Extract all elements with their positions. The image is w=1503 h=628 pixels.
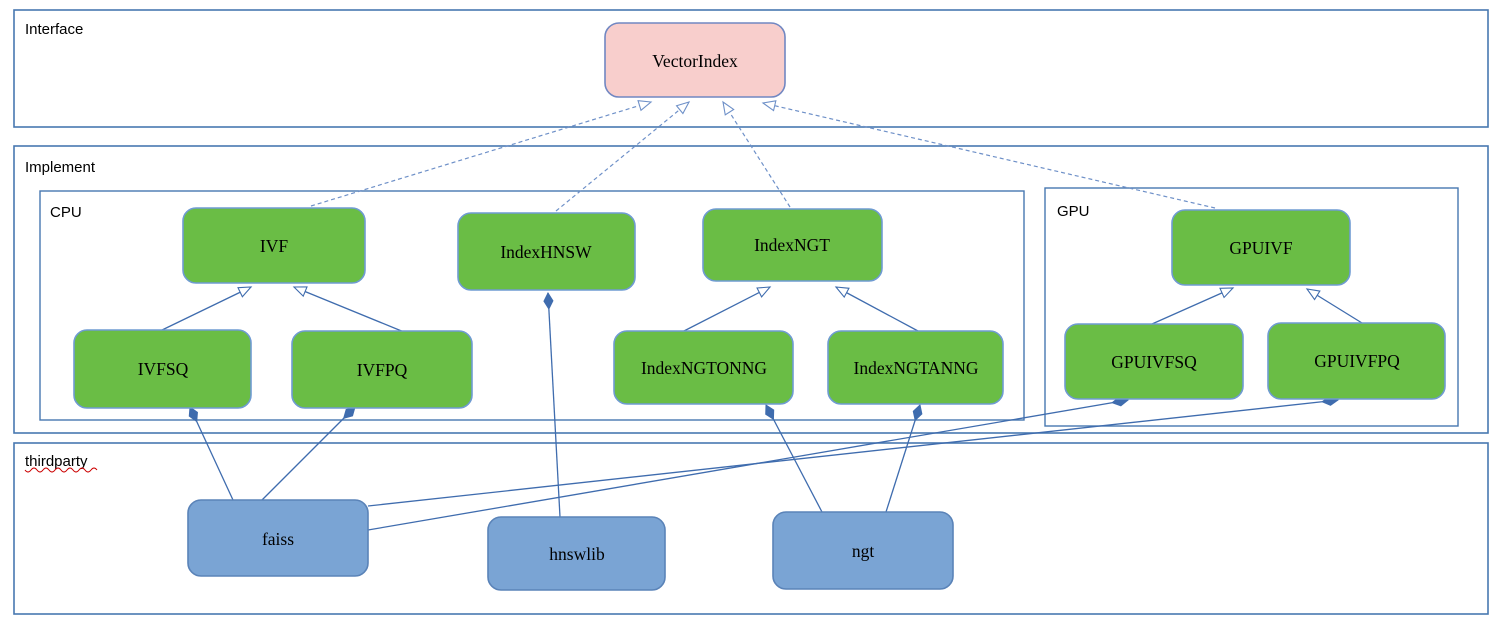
- node-hnswlib[interactable]: hnswlib: [487, 516, 666, 591]
- node-gpuivfsq[interactable]: GPUIVFSQ: [1064, 323, 1244, 400]
- node-indexngt-label: IndexNGT: [754, 235, 830, 255]
- node-gpuivf-label: GPUIVF: [1229, 238, 1292, 258]
- edge-faiss-ivfpq[interactable]: [261, 407, 355, 501]
- container-interface-label: Interface: [25, 21, 83, 38]
- node-vectorindex-label: VectorIndex: [652, 51, 738, 71]
- node-gpuivfpq[interactable]: GPUIVFPQ: [1267, 322, 1446, 400]
- node-indexngtanng[interactable]: IndexNGTANNG: [827, 330, 1004, 405]
- container-thirdparty[interactable]: thirdparty: [13, 442, 1489, 615]
- edge-faiss-ivfsq[interactable]: [190, 407, 234, 501]
- edge-indexngtanng-indexngt[interactable]: [834, 286, 919, 332]
- node-indexngtonng-label: IndexNGTONNG: [641, 358, 767, 378]
- node-indexngtanng-label: IndexNGTANNG: [854, 358, 979, 378]
- edge-ngt-indexngtonng[interactable]: [766, 405, 823, 513]
- edge-indexngtonng-indexngt[interactable]: [681, 286, 772, 333]
- node-gpuivfpq-label: GPUIVFPQ: [1314, 351, 1400, 371]
- edge-ngt-indexngtanng[interactable]: [885, 405, 920, 513]
- node-ivfpq[interactable]: IVFPQ: [291, 330, 473, 409]
- spellcheck-squiggle: [24, 467, 98, 473]
- node-ivf[interactable]: IVF: [182, 207, 366, 284]
- edge-ivfsq-ivf[interactable]: [159, 286, 253, 332]
- container-thirdparty-label: thirdparty: [25, 453, 88, 470]
- edge-hnswlib-indexhnsw[interactable]: [548, 293, 561, 518]
- container-cpu[interactable]: CPU: [39, 190, 1025, 421]
- edge-gpuivfsq-gpuivf[interactable]: [1151, 287, 1235, 325]
- node-faiss-label: faiss: [262, 529, 294, 549]
- container-implement-label: Implement: [25, 159, 96, 176]
- container-gpu-label: GPU: [1057, 203, 1090, 220]
- node-indexhnsw-label: IndexHNSW: [500, 242, 592, 262]
- node-indexngt[interactable]: IndexNGT: [702, 208, 883, 282]
- node-ngt-label: ngt: [852, 541, 875, 561]
- edge-gpuivf-vectorindex[interactable]: [761, 100, 1216, 209]
- container-gpu[interactable]: GPU: [1044, 187, 1459, 427]
- edge-indexhnsw-vectorindex[interactable]: [555, 101, 691, 212]
- edge-gpuivfpq-gpuivf[interactable]: [1305, 288, 1363, 324]
- edge-ivf-vectorindex[interactable]: [310, 100, 653, 207]
- node-ivf-label: IVF: [260, 236, 288, 256]
- node-indexngtonng[interactable]: IndexNGTONNG: [613, 330, 794, 405]
- node-hnswlib-label: hnswlib: [549, 544, 605, 564]
- edge-ivfpq-ivf[interactable]: [292, 286, 405, 333]
- node-ngt[interactable]: ngt: [772, 511, 954, 590]
- node-indexhnsw[interactable]: IndexHNSW: [457, 212, 636, 291]
- node-ivfsq-label: IVFSQ: [138, 359, 189, 379]
- container-cpu-label: CPU: [50, 204, 82, 221]
- edge-faiss-gpuivfpq[interactable]: [367, 400, 1338, 507]
- node-gpuivfsq-label: GPUIVFSQ: [1111, 352, 1197, 372]
- node-ivfsq[interactable]: IVFSQ: [73, 329, 252, 409]
- node-vectorindex[interactable]: VectorIndex: [604, 22, 786, 98]
- node-ivfpq-label: IVFPQ: [357, 360, 408, 380]
- node-gpuivf[interactable]: GPUIVF: [1171, 209, 1351, 286]
- node-faiss[interactable]: faiss: [187, 499, 369, 577]
